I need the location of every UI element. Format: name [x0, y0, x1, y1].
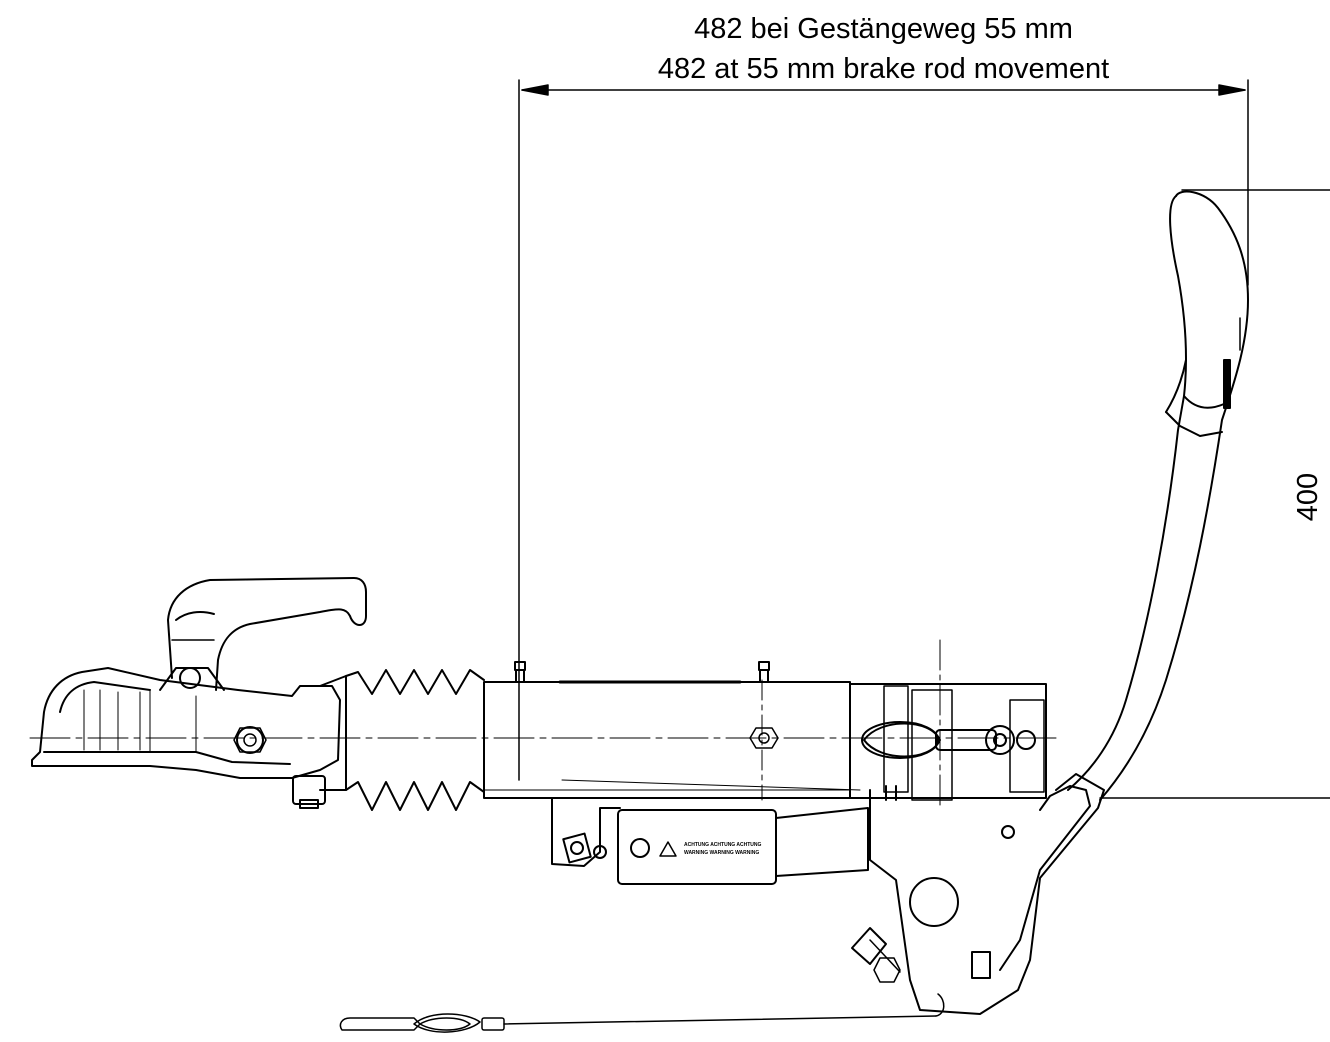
- breakaway-cable: [339, 993, 945, 1033]
- warning-label-line2: WARNING WARNING WARNING: [684, 850, 760, 856]
- horizontal-dimension: [518, 79, 1249, 781]
- horizontal-dimension-label-en: 482 at 55 mm brake rod movement: [657, 53, 1110, 85]
- center-line: [29, 639, 1061, 811]
- horizontal-dimension-label-de: 482 bei Gestängeweg 55 mm: [694, 13, 1073, 45]
- warning-label-line1: ACHTUNG ACHTUNG ACHTUNG: [684, 842, 762, 848]
- vertical-dimension: [1099, 189, 1330, 799]
- hand-brake-lever: [851, 190, 1249, 1015]
- drawbar-housing: [483, 661, 1047, 801]
- coupling-head: [31, 577, 367, 809]
- vertical-dimension-label: 400: [1292, 472, 1324, 522]
- bellows: [345, 669, 485, 811]
- damper: [551, 797, 869, 885]
